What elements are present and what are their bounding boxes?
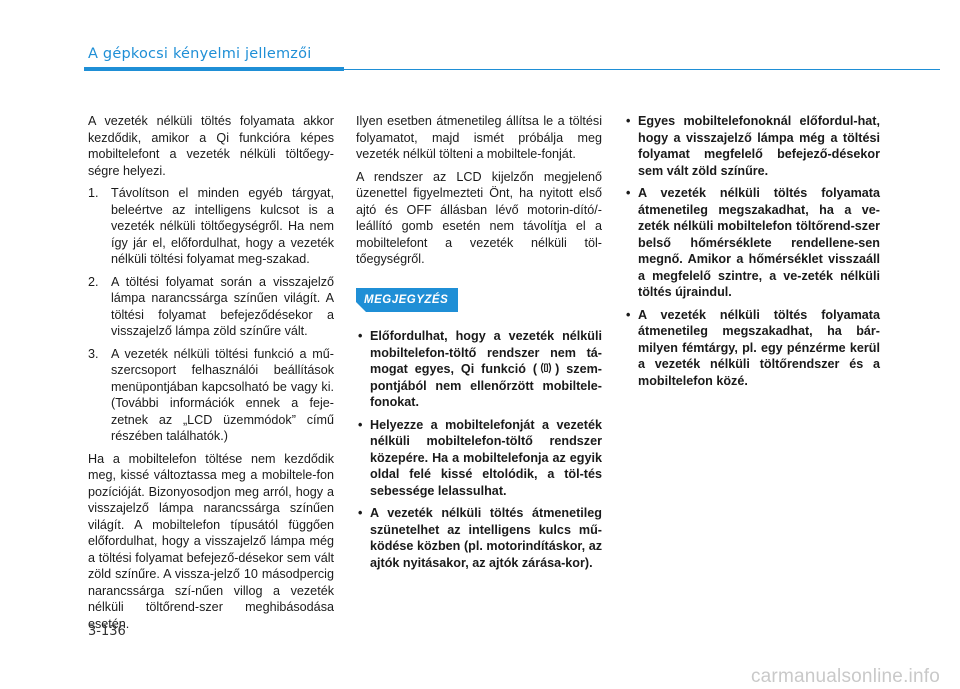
note-text: Helyezze a mobiltelefonját a vezeték nél… — [370, 417, 602, 498]
note-list: • Előfordulhat, hogy a vezeték nélküli m… — [356, 328, 602, 571]
note-item: • Egyes mobiltelefonoknál előfordul-hat,… — [624, 113, 880, 179]
note-list-continued: • Egyes mobiltelefonoknál előfordul-hat,… — [624, 113, 880, 389]
paragraph: Ilyen esetben átmenetileg állítsa le a t… — [356, 114, 602, 161]
note-item: • Helyezze a mobiltelefonját a vezeték n… — [356, 417, 602, 500]
step-number: 1. — [88, 186, 99, 200]
bullet-marker: • — [626, 114, 631, 128]
step-text: A töltési folyamat során a visszajelző l… — [111, 274, 334, 339]
column-left: A vezeték nélküli töltés folyamata akkor… — [88, 113, 334, 638]
note-item: • A vezeték nélküli töltés folyamata átm… — [624, 307, 880, 390]
step-item: 1. Távolítson el minden egyéb tárgyat, b… — [88, 185, 334, 268]
note-item: • A vezeték nélküli töltés átmenetileg s… — [356, 505, 602, 571]
outro-paragraph: Ha a mobiltelefon töltése nem kezdődik m… — [88, 451, 334, 631]
note-text-after: ) szem-pontjából nem ellenőrzött mobilte… — [370, 362, 602, 409]
step-item: 2. A töltési folyamat során a visszajelz… — [88, 274, 334, 340]
note-item: • Előfordulhat, hogy a vezeték nélküli m… — [356, 328, 602, 411]
note-text: Egyes mobiltelefonoknál előfordul-hat, h… — [638, 114, 880, 178]
watermark[interactable]: carmanualsonline.info — [750, 666, 940, 687]
steps-list: 1. Távolítson el minden egyéb tárgyat, b… — [88, 185, 334, 445]
bullet-marker: • — [358, 506, 363, 520]
note-text-before: Előfordulhat, hogy a vezeték nélküli mob… — [370, 329, 602, 376]
step-number: 3. — [88, 346, 99, 361]
intro-paragraph: A vezeték nélküli töltés folyamata akkor… — [88, 114, 334, 178]
header-rule-thin — [344, 69, 940, 70]
note-text: A vezeték nélküli töltés folyamata átmen… — [638, 186, 880, 299]
paragraph: A rendszer az LCD kijelzőn megjelenő üze… — [356, 169, 602, 267]
bullet-marker: • — [358, 329, 363, 343]
note-badge: MEGJEGYZÉS — [356, 288, 458, 313]
qi-symbol-icon — [539, 361, 553, 375]
step-item: 3. A vezeték nélküli töltési funkció a m… — [88, 346, 334, 445]
step-number: 2. — [88, 274, 99, 289]
step-text: A vezeték nélküli töltési funkció a mű-s… — [111, 346, 334, 444]
note-item: • A vezeték nélküli töltés folyamata átm… — [624, 185, 880, 301]
note-text: A vezeték nélküli töltés folyamata átmen… — [638, 307, 880, 388]
column-right: • Egyes mobiltelefonoknál előfordul-hat,… — [624, 113, 880, 395]
page-number: 3-136 — [88, 624, 126, 639]
column-middle: Ilyen esetben átmenetileg állítsa le a t… — [356, 113, 602, 577]
note-text: A vezeték nélküli töltés átmenetileg szü… — [370, 506, 602, 570]
section-title: A gépkocsi kényelmi jellemzői — [88, 46, 312, 62]
bullet-marker: • — [626, 307, 631, 322]
header-rule-thick — [84, 67, 344, 71]
bullet-marker: • — [358, 417, 363, 432]
step-text: Távolítson el minden egyéb tárgyat, bele… — [111, 186, 334, 266]
bullet-marker: • — [626, 186, 631, 200]
